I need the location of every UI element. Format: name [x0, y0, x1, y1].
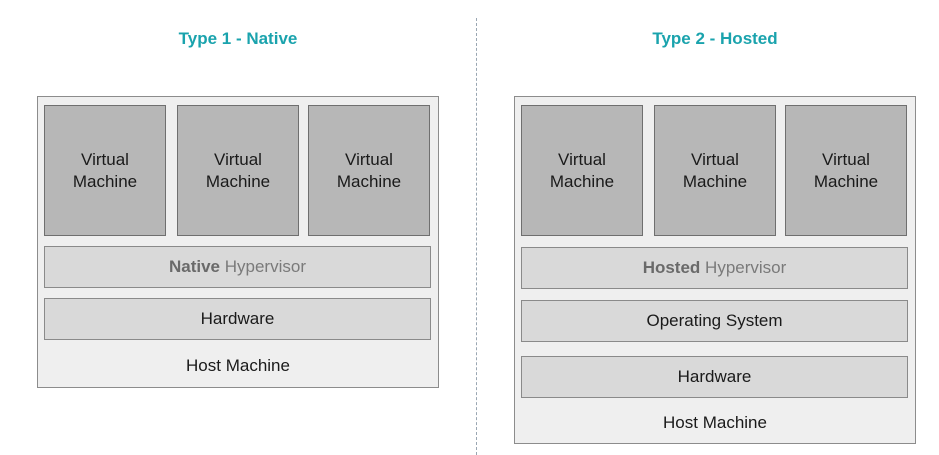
center-divider	[476, 18, 477, 455]
type2-operating-system-layer: Operating System	[521, 300, 908, 342]
type1-title: Type 1 - Native	[178, 29, 298, 48]
type1-hypervisor-layer: Native Hypervisor	[44, 246, 431, 288]
type1-hypervisor-bold: Native	[168, 257, 221, 276]
type2-title: Type 2 - Hosted	[652, 29, 778, 48]
type2-hardware-layer: Hardware	[521, 356, 908, 398]
type2-hypervisor-layer: Hosted Hypervisor	[521, 247, 908, 289]
type1-hardware-layer: Hardware	[44, 298, 431, 340]
type2-host-label: Host Machine	[663, 413, 767, 432]
type1-host-label: Host Machine	[186, 356, 290, 375]
type2-hypervisor-text: Hypervisor	[705, 258, 787, 277]
type2-hypervisor-bold: Hosted	[642, 258, 701, 277]
type1-hypervisor-text: Hypervisor	[224, 257, 306, 276]
